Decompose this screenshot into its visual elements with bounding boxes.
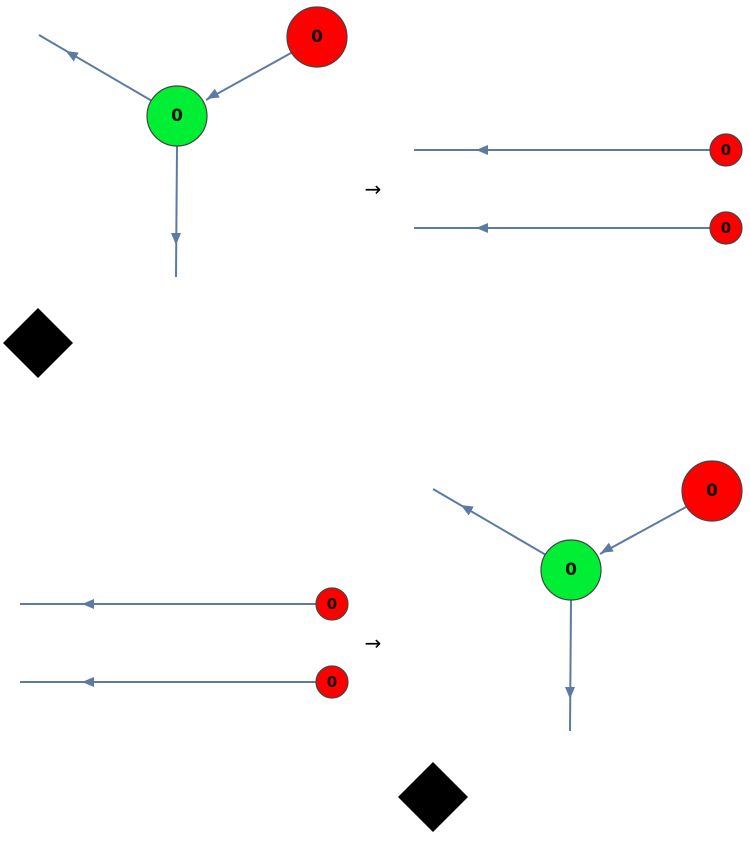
red-node: 0	[315, 665, 349, 699]
red-node: 0	[681, 460, 743, 522]
rule-1-left-graph: 0 0	[38, 6, 348, 278]
rule-2-right-graph: 0 0	[432, 460, 743, 732]
rule-1: 0 0 → 0 0	[3, 6, 743, 378]
green-node-label: 0	[565, 560, 577, 580]
red-node-label: 0	[721, 219, 731, 237]
edge-green-to-upper-left	[38, 34, 153, 102]
edge-green-to-upper-left	[432, 488, 547, 556]
red-node-label: 0	[706, 481, 718, 501]
edge-green-downward	[171, 145, 181, 278]
edge-red-leftward	[20, 599, 316, 609]
edge-red-leftward	[414, 223, 710, 233]
red-node: 0	[286, 6, 348, 68]
rule-1-right-graph: 0 0	[414, 133, 743, 245]
rule-2: 0 0 →	[20, 460, 743, 832]
edge-red-to-green	[599, 506, 687, 555]
edge-red-to-green	[205, 52, 292, 101]
red-node-label: 0	[721, 141, 731, 159]
red-node: 0	[709, 211, 743, 245]
edge-red-leftward	[20, 677, 316, 687]
red-node-label: 0	[311, 27, 323, 47]
red-node-label: 0	[327, 673, 337, 691]
rule-2-left-graph: 0 0	[20, 587, 349, 699]
diamond-separator-icon	[3, 308, 73, 378]
red-node: 0	[315, 587, 349, 621]
green-node-label: 0	[171, 106, 183, 126]
red-node-label: 0	[327, 595, 337, 613]
green-node: 0	[146, 85, 208, 147]
diamond-separator-icon	[398, 762, 468, 832]
edge-green-downward	[565, 599, 575, 732]
red-node: 0	[709, 133, 743, 167]
rule-arrow: →	[365, 177, 382, 201]
green-node: 0	[540, 539, 602, 601]
rule-arrow: →	[365, 631, 382, 655]
edge-red-leftward	[414, 145, 710, 155]
